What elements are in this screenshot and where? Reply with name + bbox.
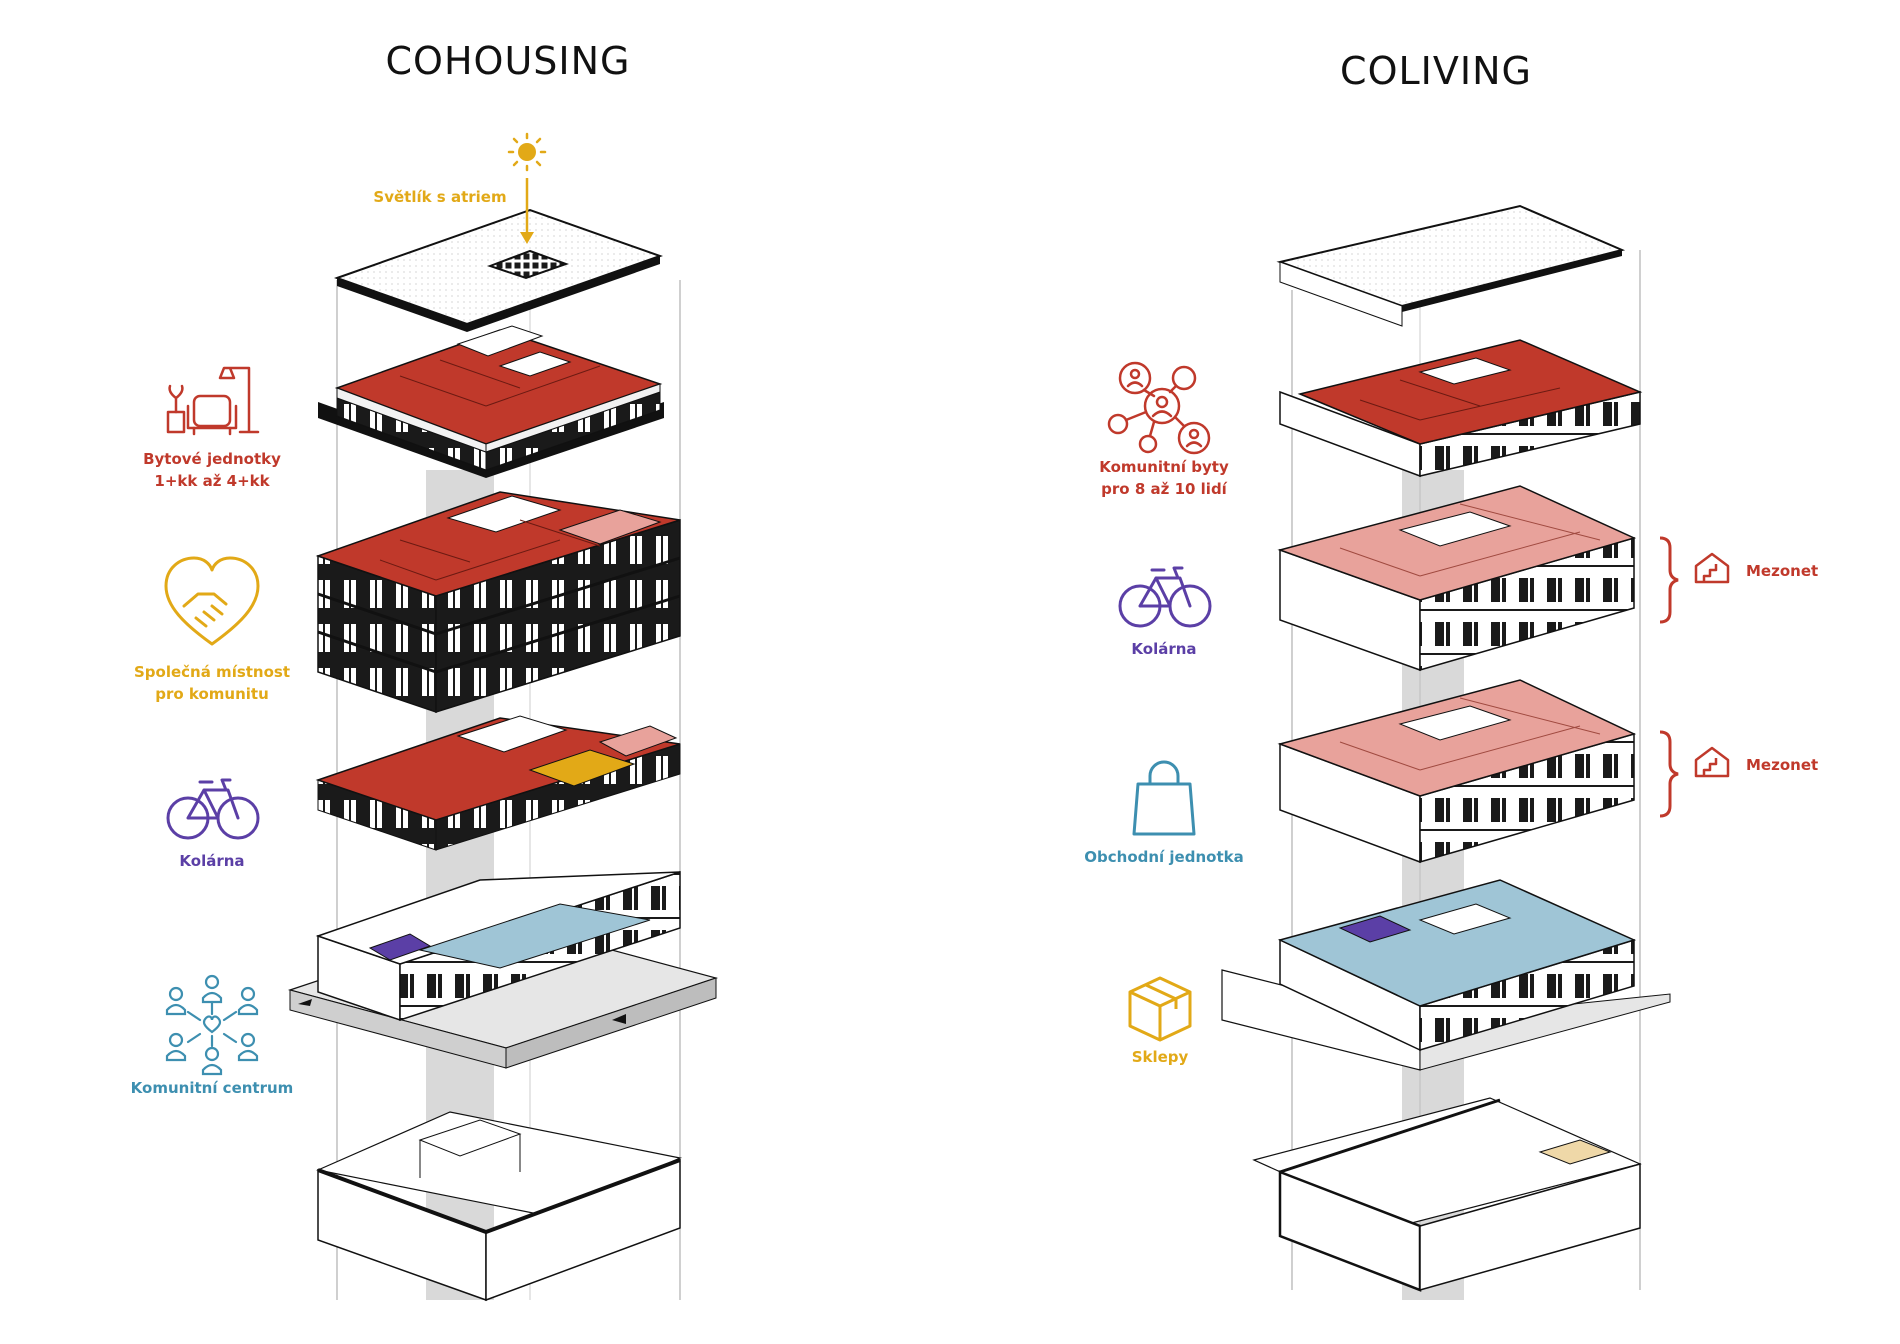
units-label-line-1: Bytové jednotky — [143, 450, 281, 468]
bracket-icon — [1659, 730, 1679, 818]
community-flats-label-line-1: Komunitní byty — [1099, 458, 1229, 476]
stairs-house-icon — [1694, 746, 1730, 778]
box-icon — [1128, 976, 1192, 1042]
mezonet-annotation-upper: Mezonet — [1659, 536, 1818, 624]
bracket-icon — [1659, 536, 1679, 624]
cohousing-bike-annotation: Kolárna — [166, 778, 260, 870]
coliving-building — [1221, 204, 1671, 1300]
common-room-label-line-1: Společná místnost — [134, 663, 290, 681]
community-network-icon — [165, 974, 259, 1076]
coliving-mezonet-lower — [1277, 679, 1637, 864]
shopping-bag-icon — [1132, 760, 1196, 836]
furniture-icon — [166, 366, 260, 436]
units-annotation: Bytové jednotky 1+kk až 4+kk — [143, 366, 281, 490]
bike-room-floor — [368, 933, 432, 961]
cohousing-basement — [316, 1111, 682, 1302]
community-center-annotation: Komunitní centrum — [131, 974, 294, 1097]
cohousing-first-floor — [315, 715, 681, 851]
skylight-label: Světlík s atriem — [373, 188, 506, 206]
cellar-label: Sklepy — [1132, 1048, 1189, 1066]
handshake-heart-icon — [164, 556, 260, 646]
coliving-roof — [1276, 204, 1626, 327]
stairs-house-icon — [1694, 552, 1730, 584]
coliving-mezonet-upper — [1277, 485, 1637, 672]
cohousing-ground-floor — [287, 870, 719, 1069]
common-room-annotation: Společná místnost pro komunitu — [134, 556, 290, 703]
coliving-bike-room-floor — [1338, 915, 1412, 943]
coliving-ground-floor — [1221, 879, 1671, 1071]
units-label-line-2: 1+kk až 4+kk — [154, 472, 270, 490]
people-network-icon — [1107, 361, 1211, 455]
shop-label: Obchodní jednotka — [1084, 848, 1243, 866]
common-room-floor — [528, 749, 636, 787]
community-flats-annotation: Komunitní byty pro 8 až 10 lidí — [1099, 361, 1229, 498]
coliving-bike-label: Kolárna — [1131, 640, 1196, 658]
cohousing-bike-label: Kolárna — [179, 852, 244, 870]
bicycle-icon — [1118, 566, 1212, 628]
mezonet-label-lower: Mezonet — [1746, 756, 1818, 774]
sun-icon — [507, 132, 547, 172]
skylight-annotation: Světlík s atriem — [373, 132, 547, 244]
coliving-title: COLIVING — [1340, 49, 1532, 93]
community-flats-label-line-2: pro 8 až 10 lidí — [1101, 480, 1228, 498]
mezonet-label-upper: Mezonet — [1746, 562, 1818, 580]
common-room-label-line-2: pro komunitu — [155, 685, 269, 703]
cellar-rooms — [1538, 1139, 1612, 1165]
cohousing-top-floor — [318, 325, 664, 478]
skylight — [487, 249, 569, 280]
coliving-bike-annotation: Kolárna — [1118, 566, 1212, 658]
shop-annotation: Obchodní jednotka — [1084, 760, 1244, 866]
mezonet-annotation-lower: Mezonet — [1659, 730, 1818, 818]
cellar-annotation: Sklepy — [1128, 976, 1192, 1066]
cohousing-roof — [333, 208, 664, 332]
bicycle-icon — [166, 778, 260, 840]
community-center-label: Komunitní centrum — [131, 1079, 294, 1097]
cohousing-title: COHOUSING — [386, 39, 631, 83]
coliving-basement — [1252, 1097, 1642, 1292]
cohousing-building — [287, 208, 719, 1302]
cohousing-residential-block — [315, 491, 681, 714]
coliving-top-floor — [1279, 339, 1643, 478]
